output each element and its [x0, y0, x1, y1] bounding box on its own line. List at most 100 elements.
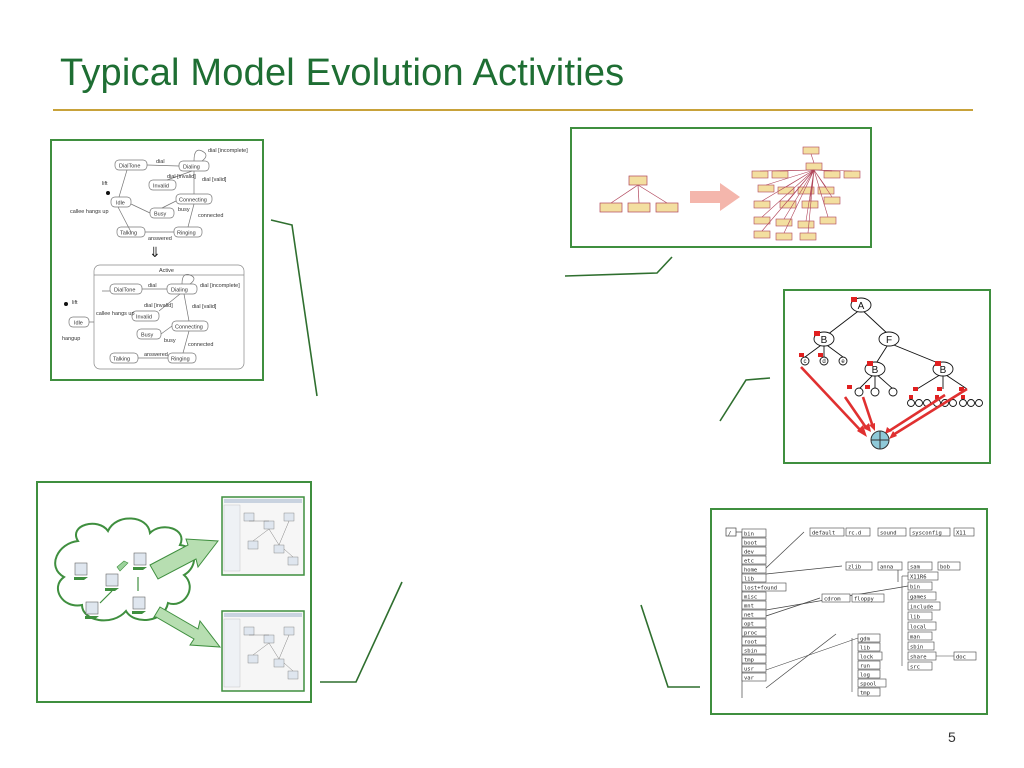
- cloud-shape: [54, 517, 195, 622]
- state-dialtone-top: DialTone: [119, 164, 140, 170]
- transition-dial-valid-top: dial [valid]: [202, 177, 227, 183]
- transition-answered-bottom: answered: [144, 352, 168, 358]
- refactor-arrow: ⇓: [149, 244, 161, 260]
- dir-run: run: [860, 664, 870, 670]
- dir-doc: doc: [956, 655, 966, 661]
- transition-dial-invalid-bottom: dial [invalid]: [144, 303, 173, 309]
- transition-hangup-bottom: hangup: [62, 336, 80, 342]
- dir-etc: etc: [744, 559, 754, 565]
- state-busy-bottom: Busy: [141, 333, 153, 339]
- dir-sysconfig: sysconfig: [912, 531, 942, 537]
- tool-screenshot-top: [221, 496, 305, 576]
- transition-callee-hangs-up-top: callee hangs up: [70, 209, 109, 215]
- state-invalid-top: Invalid: [153, 184, 169, 190]
- transition-connected-bottom: connected: [188, 342, 213, 348]
- dir-anna: anna: [880, 565, 893, 571]
- transition-busy-bottom: busy: [164, 338, 176, 344]
- panel-class-diagram-growth: [570, 127, 872, 248]
- dir-proc: proc: [744, 631, 757, 637]
- node-a: A: [858, 301, 865, 312]
- dir-root-home: root: [744, 640, 757, 646]
- dir-local: local: [910, 625, 927, 631]
- directory-tree-diagram: / bin boot dev etc home lib lost+found m…: [725, 527, 977, 698]
- transition-lift-top: lift: [102, 181, 108, 187]
- connector-bottom-left: [320, 581, 403, 683]
- dir-sam: sam: [910, 565, 921, 571]
- feature-tree-diagram: A B F B B c d e: [799, 297, 983, 450]
- dir-root: /: [728, 531, 731, 537]
- dir-sbin: sbin: [744, 649, 757, 655]
- dir-usr-children: [907, 571, 977, 671]
- dir-zlib: zlib: [848, 565, 861, 571]
- dir-floppy: floppy: [854, 597, 875, 603]
- transition-busy-top: busy: [178, 207, 190, 213]
- dir-etc-children: [809, 527, 975, 537]
- dir-usr: usr: [744, 667, 755, 673]
- dir-share: share: [910, 655, 927, 661]
- node-b-right: B: [940, 365, 947, 376]
- dir-var-lib: lib: [860, 646, 870, 652]
- dir-log: log: [860, 673, 870, 679]
- composite-active-label: Active: [159, 268, 174, 274]
- class-diagram-evolution: [599, 146, 861, 241]
- node-b-middle: B: [872, 365, 879, 376]
- panel-feature-tree: A B F B B c d e: [783, 289, 991, 464]
- node-b-left: B: [821, 335, 828, 346]
- transition-dial-valid-bottom: dial [valid]: [192, 304, 217, 310]
- dir-man: man: [910, 635, 920, 641]
- transition-dial-invalid-top: dial [invalid]: [167, 174, 196, 180]
- dir-src: src: [910, 665, 920, 671]
- dir-gdm: gdm: [860, 637, 871, 643]
- transition-answered-top: answered: [148, 236, 172, 242]
- dir-bin: bin: [744, 532, 754, 538]
- dir-var: var: [744, 676, 755, 682]
- leaf-e: e: [841, 359, 845, 365]
- dir-rc-d: rc.d: [848, 531, 861, 537]
- dir-mnt-children: [821, 593, 885, 603]
- state-invalid-bottom: Invalid: [136, 315, 152, 321]
- sync-arrow-bottom: [153, 606, 222, 648]
- dir-home-children: [845, 561, 961, 571]
- dir-spool: spool: [860, 682, 877, 688]
- dir-dev: dev: [744, 550, 755, 556]
- dir-usr-lib: lib: [910, 615, 920, 621]
- transition-dial-incomplete-bottom: dial [incomplete]: [200, 283, 240, 289]
- transition-dial-top: dial: [156, 159, 165, 165]
- dir-tmp: tmp: [744, 658, 754, 664]
- connector-middle-right: [719, 377, 771, 422]
- growth-arrow: [690, 183, 740, 211]
- transition-dial-bottom: dial: [148, 283, 157, 289]
- connector-top-left: [270, 219, 318, 397]
- state-dialing-bottom: Dialing: [171, 288, 188, 294]
- dir-usr-sbin: sbin: [910, 645, 923, 651]
- dir-games: games: [910, 595, 927, 601]
- transition-connected-top: connected: [198, 213, 223, 219]
- transition-callee-hangs-up-bottom: callee hangs up: [96, 311, 135, 317]
- panel-directory-tree: / bin boot dev etc home lib lost+found m…: [710, 508, 988, 715]
- dir-sound: sound: [880, 531, 897, 537]
- dir-boot: boot: [744, 541, 757, 547]
- connector-top-right: [564, 256, 673, 277]
- state-ringing-top: Ringing: [177, 231, 196, 237]
- leaf-d: d: [822, 359, 825, 365]
- dir-lib: lib: [744, 577, 754, 583]
- dir-lost-found: lost+found: [744, 586, 777, 592]
- state-dialtone-bottom: DialTone: [114, 288, 135, 294]
- transition-dial-incomplete-top: dial [incomplete]: [208, 148, 248, 154]
- state-connecting-bottom: Connecting: [175, 325, 203, 331]
- dir-x11r6: X11R6: [910, 575, 927, 581]
- slide-title: Typical Model Evolution Activities: [60, 52, 625, 94]
- dir-lock: lock: [860, 655, 874, 661]
- dir-mnt: mnt: [744, 604, 754, 610]
- sync-arrow-top: [149, 538, 219, 580]
- page-number: 5: [948, 729, 956, 745]
- state-machine-diagram: DialTone Dialing Invalid Idle Busy Conne…: [62, 148, 248, 370]
- dir-net: net: [744, 613, 754, 619]
- dir-home: home: [744, 568, 757, 574]
- panel-state-machine: DialTone Dialing Invalid Idle Busy Conne…: [50, 139, 264, 381]
- dir-x11: X11: [956, 531, 966, 537]
- dir-cdrom: cdrom: [824, 597, 841, 603]
- state-idle-top: Idle: [116, 201, 125, 207]
- connector-bottom-right: [640, 604, 700, 688]
